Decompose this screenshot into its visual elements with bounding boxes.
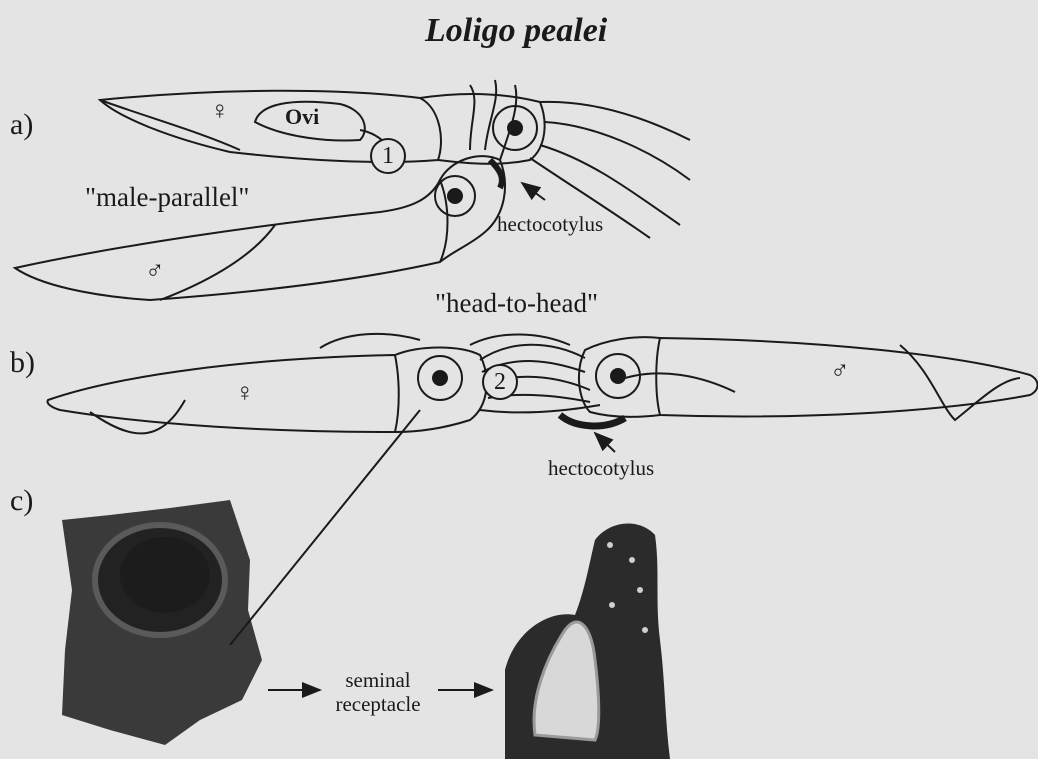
panel-label-a: a) [10, 108, 33, 142]
male-symbol-a: ♂ [145, 256, 165, 286]
male-symbol-b: ♂ [830, 356, 850, 386]
stain-dot [607, 542, 613, 548]
receptacle-inner [120, 537, 210, 613]
hectocotylus-label-b: hectocotylus [548, 456, 654, 481]
male-pupil [447, 188, 463, 204]
figure-title: Loligo pealei [425, 12, 607, 50]
mode-label-head-to-head: "head-to-head" [435, 288, 598, 319]
female-mantle-outline-b [48, 355, 399, 432]
stain-dot [637, 587, 643, 593]
female-symbol-a: ♀ [210, 96, 230, 126]
hectocotylus-label-a: hectocotylus [497, 212, 603, 237]
stain-dot [609, 602, 615, 608]
female-head-b [395, 348, 487, 433]
panel-c-left-micrograph [62, 500, 262, 745]
hectocotylus-arrow-a [522, 183, 545, 200]
right-flap-b [625, 373, 735, 392]
female-head [420, 94, 545, 164]
male-fin [160, 225, 275, 300]
male-head [440, 156, 505, 262]
stain-dot [629, 557, 635, 563]
female-pupil-b [432, 370, 448, 386]
male-arms [470, 80, 516, 160]
panel-label-b: b) [10, 346, 35, 380]
panel-c-right-micrograph [505, 524, 670, 759]
panel-label-c: c) [10, 484, 33, 518]
caption-line-1: seminal [328, 668, 428, 692]
mode-label-male-parallel: "male-parallel" [85, 182, 249, 213]
hectocotylus-arrow-b [595, 433, 615, 452]
caption-line-2: receptacle [328, 692, 428, 716]
stain-dot [642, 627, 648, 633]
panel-b-illustration [48, 334, 1038, 434]
mating-site-1: 1 [370, 138, 406, 174]
female-pupil [507, 120, 523, 136]
oviduct-label: Ovi [285, 104, 319, 130]
male-pupil-b [610, 368, 626, 384]
diagram-to-micrograph-line [230, 410, 420, 645]
left-flap-b [320, 334, 420, 348]
mating-site-2: 2 [482, 364, 518, 400]
seminal-receptacle-caption: seminal receptacle [328, 668, 428, 716]
female-symbol-b: ♀ [235, 378, 255, 408]
